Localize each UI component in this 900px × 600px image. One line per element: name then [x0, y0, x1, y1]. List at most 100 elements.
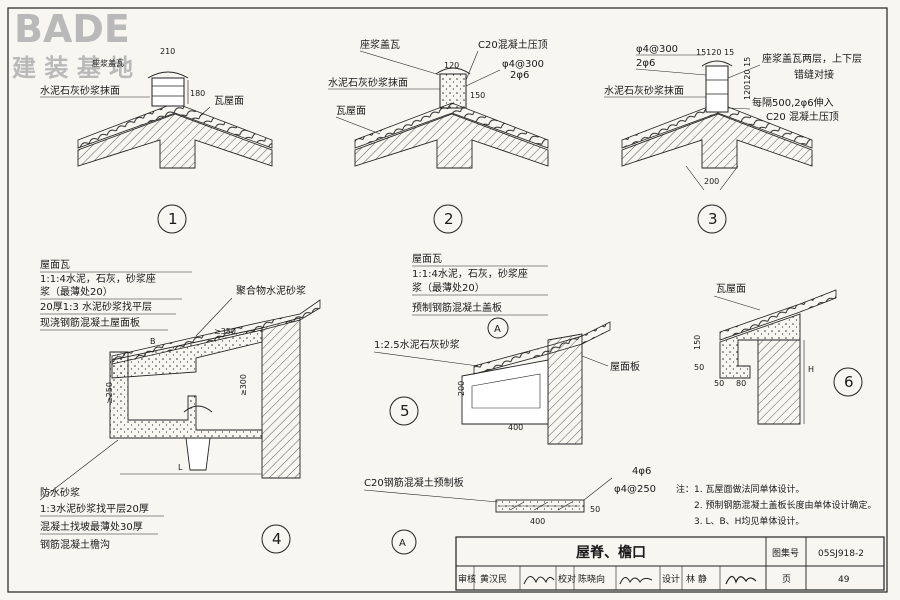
svg-text:1:1:4水泥，石灰，砂浆座: 1:1:4水泥，石灰，砂浆座	[412, 267, 528, 280]
svg-text:校对: 校对	[558, 573, 576, 585]
svg-text:建 装 基 地: 建 装 基 地	[12, 54, 133, 82]
notes: 注： 1. 瓦屋面做法同单体设计。 2. 预制钢筋混凝土盖板长度由单体设计确定。…	[676, 483, 876, 527]
wall	[261, 317, 301, 479]
svg-text:≥250: ≥250	[105, 382, 114, 404]
svg-text:C20 混凝土压顶: C20 混凝土压顶	[766, 110, 839, 123]
roof-tiles	[719, 289, 837, 341]
detail-number-6: 6	[844, 373, 854, 391]
svg-text:200: 200	[457, 381, 466, 396]
svg-text:200: 200	[704, 177, 719, 186]
svg-text:A: A	[494, 324, 501, 335]
detail-number-5: 5	[400, 402, 410, 420]
svg-text:2φ6: 2φ6	[636, 58, 655, 69]
svg-text:50: 50	[590, 505, 600, 514]
outlet	[185, 437, 211, 471]
svg-text:120120 15: 120120 15	[743, 57, 752, 100]
svg-text:水泥石灰砂浆抹面: 水泥石灰砂浆抹面	[604, 84, 684, 97]
svg-text:1:3水泥砂浆找平层20厚: 1:3水泥砂浆找平层20厚	[40, 502, 149, 515]
eave-slab	[719, 313, 801, 379]
roof-slab	[621, 113, 813, 169]
ridge-cap	[439, 73, 467, 109]
detail-A: C20钢筋混凝土预制板 4φ6 φ4@250 400 50 A	[363, 466, 656, 555]
svg-text:聚合物水泥砂浆: 聚合物水泥砂浆	[236, 284, 306, 297]
svg-text:1:1:4水泥，石灰，砂浆座: 1:1:4水泥，石灰，砂浆座	[40, 272, 156, 285]
label-tile-roof: 瓦屋面	[214, 95, 244, 107]
label-mortar-wipe: 水泥石灰砂浆抹面	[40, 84, 120, 97]
svg-text:错缝对接: 错缝对接	[794, 68, 834, 81]
logo: BADE 建 装 基 地	[12, 7, 133, 82]
svg-text:2φ6: 2φ6	[510, 70, 529, 81]
svg-text:L: L	[178, 463, 183, 472]
svg-text:50: 50	[714, 379, 724, 388]
svg-text:φ4@300: φ4@300	[636, 44, 678, 55]
svg-text:≥300: ≥300	[239, 374, 248, 396]
svg-text:1. 瓦屋面做法同单体设计。: 1. 瓦屋面做法同单体设计。	[694, 483, 804, 495]
svg-text:4φ6: 4φ6	[632, 466, 651, 477]
ridge-block	[151, 77, 185, 107]
sheet-title: 屋脊、檐口	[576, 544, 646, 561]
svg-text:C20钢筋混凝土预制板: C20钢筋混凝土预制板	[364, 476, 464, 489]
detail-number-3: 3	[708, 210, 718, 228]
svg-text:屋面瓦: 屋面瓦	[412, 253, 442, 265]
detail-3: 15120 15 φ4@300 2φ6 座浆盖瓦两层，上下层 错缝对接 1201…	[604, 44, 862, 234]
svg-text:预制钢筋混凝土盖板: 预制钢筋混凝土盖板	[412, 301, 502, 314]
sheet-border	[7, 7, 888, 593]
svg-text:页: 页	[782, 574, 791, 585]
detail-5: 屋面瓦 1:1:4水泥，石灰，砂浆座 浆（最薄处20） 预制钢筋混凝土盖板 A …	[373, 253, 640, 445]
detail-6: 瓦屋面 150 50 80 50 H 6	[693, 283, 863, 425]
svg-text:80: 80	[736, 379, 746, 388]
svg-text:注：: 注：	[676, 483, 694, 495]
page-number: 49	[838, 575, 850, 585]
detail-1: 180 210 座浆盖瓦 水泥石灰砂浆抹面 瓦屋面 1	[40, 47, 273, 234]
detail-number-2: 2	[444, 210, 454, 228]
svg-text:180: 180	[190, 89, 205, 98]
svg-text:150: 150	[693, 335, 702, 350]
svg-text:20厚1:3 水泥砂浆找平层: 20厚1:3 水泥砂浆找平层	[40, 300, 152, 313]
svg-text:浆（最薄处20）: 浆（最薄处20）	[412, 281, 485, 294]
detail-number-4: 4	[272, 530, 282, 548]
svg-text:50: 50	[694, 363, 704, 372]
detail-number-A: A	[399, 538, 406, 549]
svg-text:屋面瓦: 屋面瓦	[40, 259, 70, 271]
atlas-number: 05SJ918-2	[818, 549, 864, 559]
svg-text:400: 400	[530, 517, 545, 526]
detail-number-1: 1	[168, 210, 178, 228]
svg-text:座浆盖瓦两层，上下层: 座浆盖瓦两层，上下层	[762, 52, 862, 65]
svg-text:浆（最薄处20）: 浆（最薄处20）	[40, 285, 113, 298]
svg-text:400: 400	[508, 423, 523, 432]
roof-slab	[354, 113, 549, 169]
svg-text:15120 15: 15120 15	[696, 48, 734, 57]
svg-text:座浆盖瓦: 座浆盖瓦	[360, 38, 400, 51]
checker-signature	[619, 577, 653, 585]
svg-text:B: B	[150, 337, 156, 346]
svg-text:混凝土找坡最薄处30厚: 混凝土找坡最薄处30厚	[40, 520, 143, 533]
wall	[757, 339, 801, 425]
svg-text:BADE: BADE	[14, 7, 130, 51]
svg-text:审核: 审核	[458, 573, 476, 585]
designer-signature	[725, 575, 757, 585]
reviewer-signature	[523, 576, 555, 585]
title-block: 屋脊、檐口 图集号 05SJ918-2 审核 黄汉民 校对 陈晓向 设计 林 静…	[455, 536, 885, 591]
svg-text:φ4@300: φ4@300	[502, 59, 544, 70]
svg-text:水泥石灰砂浆抹面: 水泥石灰砂浆抹面	[328, 76, 408, 89]
svg-text:C20混凝土压顶: C20混凝土压顶	[478, 38, 548, 51]
svg-text:瓦屋面: 瓦屋面	[336, 105, 366, 117]
detail-2: 120 150 座浆盖瓦 C20混凝土压顶 φ4@300 2φ6 水泥石灰砂浆抹…	[328, 38, 549, 234]
svg-text:黄汉民: 黄汉民	[480, 573, 507, 585]
svg-text:1:2.5水泥石灰砂浆: 1:2.5水泥石灰砂浆	[374, 338, 460, 351]
svg-text:陈晓向: 陈晓向	[578, 573, 605, 585]
svg-text:150: 150	[470, 91, 485, 100]
svg-text:3. L、B、H均见单体设计。: 3. L、B、H均见单体设计。	[694, 515, 804, 527]
svg-text:屋面板: 屋面板	[610, 360, 640, 373]
svg-text:设计: 设计	[662, 573, 680, 585]
detail-4: 屋面瓦 1:1:4水泥，石灰，砂浆座 浆（最薄处20） 20厚1:3 水泥砂浆找…	[39, 259, 321, 554]
roof-tiles	[473, 321, 611, 375]
svg-text:210: 210	[160, 47, 175, 56]
roof-tiles	[111, 299, 321, 365]
svg-text:2. 预制钢筋混凝土盖板长度由单体设计确定。: 2. 预制钢筋混凝土盖板长度由单体设计确定。	[694, 499, 876, 511]
svg-text:120: 120	[444, 61, 459, 70]
ridge-tiles-double	[705, 65, 729, 113]
svg-text:林 静: 林 静	[686, 573, 707, 585]
svg-text:≥350: ≥350	[214, 327, 236, 336]
